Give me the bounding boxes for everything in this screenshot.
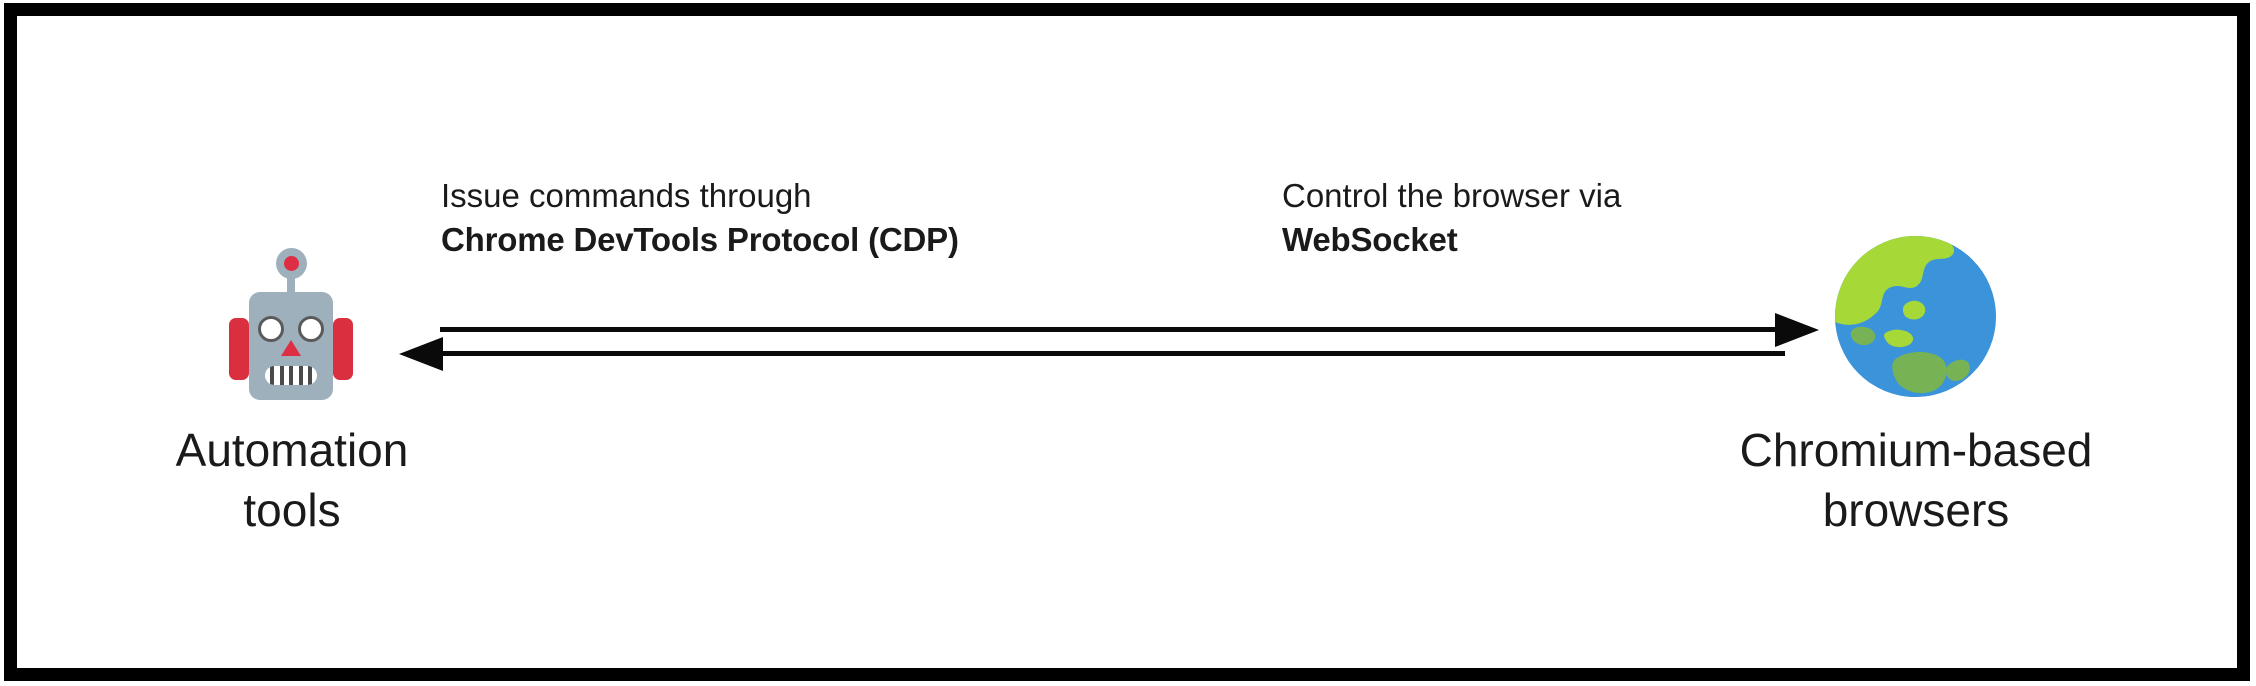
arrow-line-to-tools	[440, 351, 1785, 356]
robot-eye-left	[258, 316, 284, 342]
robot-mouth	[265, 366, 317, 385]
arrow-line-to-browser	[440, 327, 1785, 332]
diagram-canvas: Issue commands through Chrome DevTools P…	[17, 16, 2237, 668]
robot-tooth	[279, 366, 284, 385]
robot-tooth	[298, 366, 303, 385]
robot-ear-left	[229, 318, 249, 380]
robot-head	[249, 292, 333, 400]
robot-icon	[229, 248, 353, 400]
robot-antenna-dot	[284, 256, 299, 271]
robot-nose	[281, 340, 301, 356]
robot-tooth	[308, 366, 312, 385]
edge-label-commands-line2: Chrome DevTools Protocol (CDP)	[441, 221, 959, 258]
robot-antenna-stem	[287, 264, 295, 316]
robot-ear-right	[333, 318, 353, 380]
robot-tooth	[270, 366, 274, 385]
node-caption-chromium-browsers-line1: Chromium-based	[1739, 424, 2093, 476]
edge-label-control-line1: Control the browser via	[1282, 177, 1622, 214]
globe-icon	[1835, 236, 1996, 397]
edge-label-commands-line1: Issue commands through	[441, 177, 812, 214]
arrow-head-right-icon	[1775, 313, 1819, 347]
arrow-head-left-icon	[399, 337, 443, 371]
robot-tooth	[289, 366, 293, 385]
edge-label-control: Control the browser via WebSocket	[1282, 174, 1621, 262]
edge-label-control-line2: WebSocket	[1282, 221, 1458, 258]
robot-eye-right	[298, 316, 324, 342]
node-caption-automation-tools-line1: Automation	[175, 424, 409, 476]
node-caption-chromium-browsers: Chromium-based browsers	[1629, 420, 2203, 540]
edge-label-commands: Issue commands through Chrome DevTools P…	[441, 174, 959, 262]
diagram-frame: Issue commands through Chrome DevTools P…	[4, 3, 2250, 681]
node-caption-automation-tools-line2: tools	[243, 484, 341, 536]
node-caption-chromium-browsers-line2: browsers	[1822, 484, 2010, 536]
node-caption-automation-tools: Automation tools	[97, 420, 487, 540]
